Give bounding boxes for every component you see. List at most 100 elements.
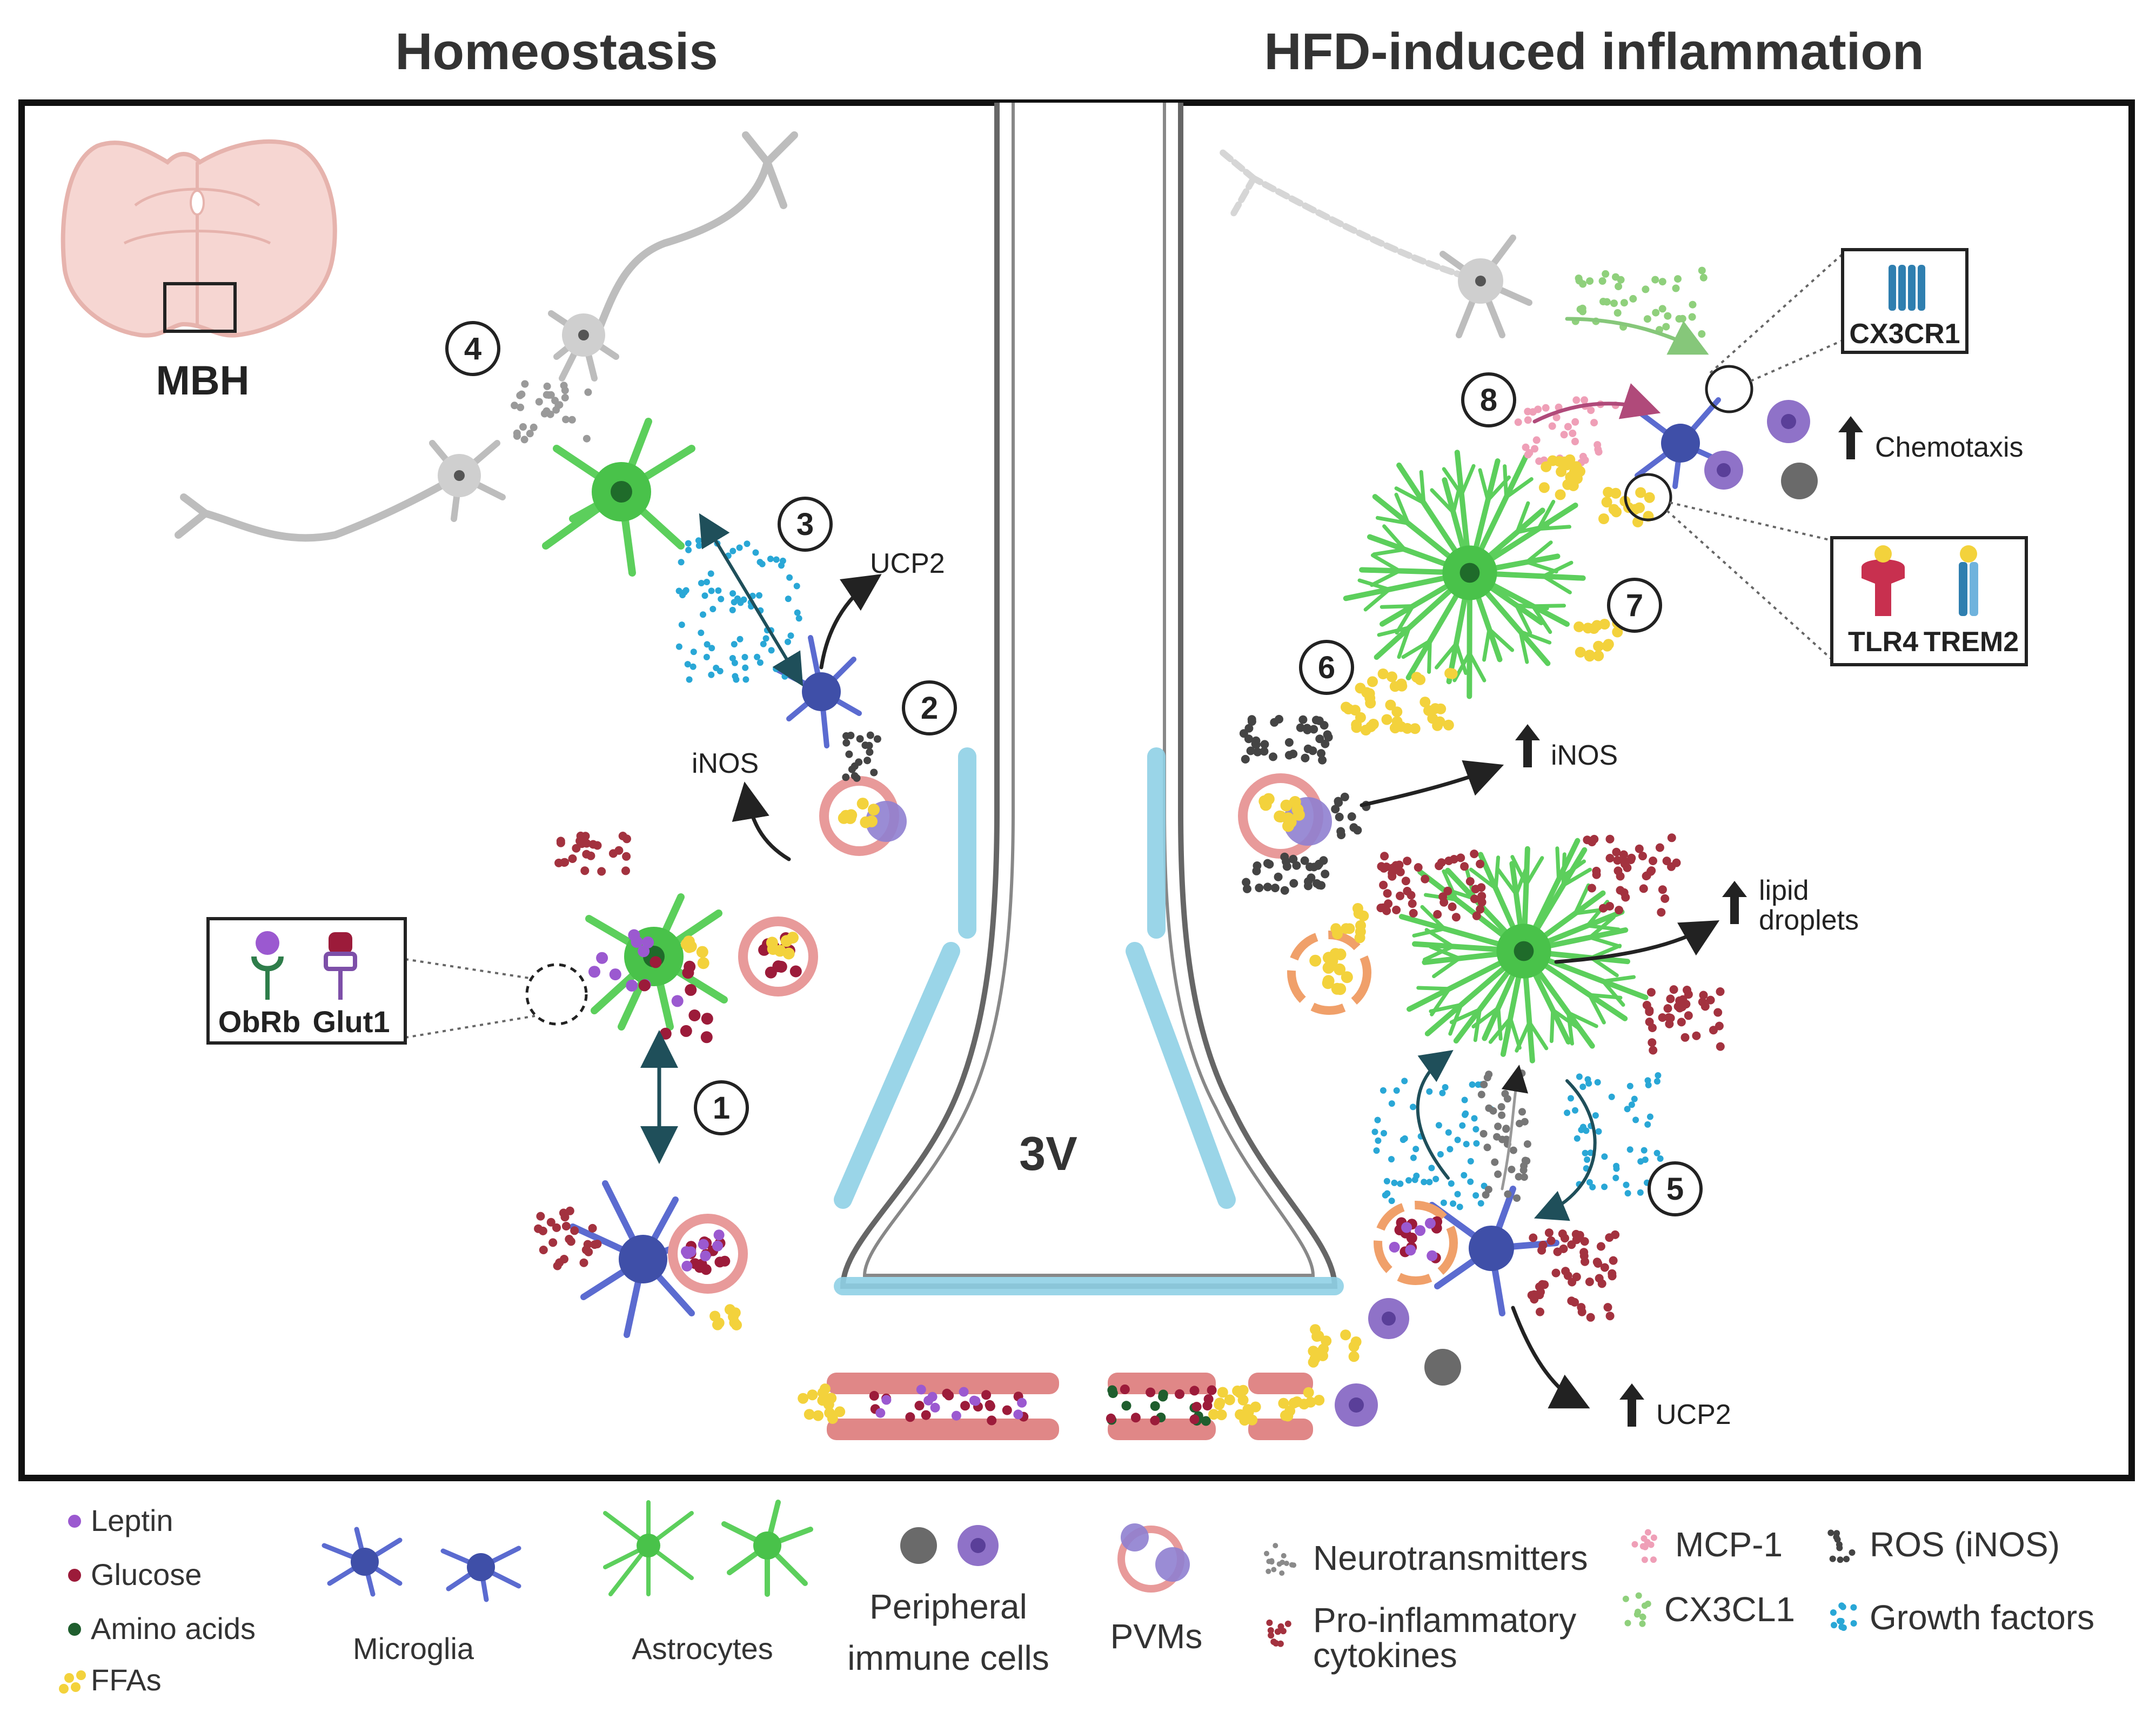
- annotation-chemotaxis: Chemotaxis: [1875, 432, 2024, 463]
- cytokine-cloud: [1583, 833, 1681, 917]
- heading-hfd-inflammation: HFD-induced inflammation: [1264, 23, 1924, 81]
- nutrient-cloud: [1389, 1218, 1438, 1261]
- step-badge-7: 7: [1607, 578, 1662, 633]
- annotation-droplets: droplets: [1759, 905, 1859, 936]
- svg-text:6: 6: [1318, 650, 1335, 685]
- growth-factor-swatch: [1830, 1602, 1857, 1631]
- ffa-cloud: [1341, 667, 1458, 735]
- immune-cell-icon: [1335, 400, 1818, 1427]
- nutrient-cloud: [681, 1229, 725, 1272]
- legend: Leptin Glucose Amino acids FFAs Microgli…: [59, 1500, 2094, 1697]
- vessel-nutrients: [798, 1383, 1261, 1426]
- legend-cx3cl1: CX3CL1: [1664, 1590, 1795, 1629]
- brain-section-icon: [61, 139, 337, 338]
- receptor-callout-obrb-glut1: ObRb Glut1: [206, 917, 588, 1045]
- mbh-box: [163, 282, 237, 333]
- legend-mcp1: MCP-1: [1675, 1525, 1783, 1564]
- ffa-swatch: [59, 1670, 86, 1694]
- step-badge-5: 5: [1648, 1161, 1703, 1216]
- svg-text:8: 8: [1480, 383, 1497, 418]
- receptor-callout-tlr4-trem2: TLR4 TREM2: [1624, 473, 2028, 666]
- legend-leptin: Leptin: [91, 1503, 173, 1537]
- cytokine-cloud: [1642, 985, 1725, 1055]
- ffa-cloud: [798, 1383, 846, 1424]
- ffa-cloud: [766, 932, 799, 960]
- heading-homeostasis: Homeostasis: [395, 23, 718, 81]
- step-badge-8: 8: [1461, 372, 1516, 427]
- increase-arrows: [1515, 416, 1863, 1427]
- mbh-label: MBH: [156, 358, 249, 404]
- microglia-icon: [322, 1527, 521, 1602]
- step-badge-2: 2: [902, 680, 957, 735]
- legend-glucose: Glucose: [91, 1557, 202, 1591]
- receptor-icon: [1862, 545, 1978, 616]
- neurotransmitter-swatch: [1264, 1543, 1297, 1576]
- growth-factor-cloud: [1371, 1078, 1495, 1210]
- legend-proinflammatory: Pro-inflammatory: [1313, 1601, 1576, 1640]
- ffa-cloud: [1538, 454, 1585, 500]
- receptor-label-cx3cr1: CX3CR1: [1849, 318, 1960, 350]
- step-badge-3: 3: [778, 497, 833, 552]
- receptor-callout-cx3cr1: CX3CR1: [1705, 248, 1968, 413]
- blood-vessel-icon: [827, 1373, 1313, 1440]
- ros-cloud: [842, 731, 881, 782]
- legend-neurotransmitters: Neurotransmitters: [1313, 1539, 1588, 1577]
- svg-text:4: 4: [464, 331, 481, 366]
- svg-text:5: 5: [1666, 1172, 1684, 1207]
- receptor-label-obrb: ObRb: [218, 1005, 300, 1039]
- ffa-cloud: [1330, 903, 1369, 944]
- arrows: [640, 317, 1720, 1409]
- svg-text:1: 1: [713, 1091, 730, 1126]
- neurotransmitter-cloud: [1477, 1069, 1531, 1202]
- legend-immune-cells: immune cells: [847, 1638, 1049, 1677]
- cytokine-cloud: [1527, 1228, 1620, 1322]
- ffa-cloud: [680, 935, 709, 969]
- legend-particle-swatches: [1264, 1529, 1857, 1647]
- svg-text:2: 2: [921, 691, 938, 726]
- cytokine-cloud: [1376, 850, 1487, 922]
- mcp1-swatch: [1631, 1529, 1657, 1563]
- receptor-icon: [1889, 265, 1925, 311]
- receptor-icon: [251, 931, 357, 1000]
- annotation-ucp2-right: UCP2: [1656, 1399, 1731, 1430]
- nutrient-cloud: [1106, 1384, 1217, 1426]
- neuron-icon: [175, 131, 798, 542]
- ventricle-label: 3V: [1019, 1127, 1077, 1180]
- ffa-cloud: [1308, 1324, 1362, 1368]
- growth-factor-cloud: [1564, 1072, 1664, 1197]
- ffa-cloud: [1208, 1384, 1261, 1426]
- ffa-cloud: [1309, 948, 1353, 995]
- legend-ros: ROS (iNOS): [1870, 1525, 2060, 1564]
- legend-peripheral: Peripheral: [869, 1587, 1027, 1626]
- annotation-inos-right: iNOS: [1551, 740, 1618, 771]
- cytokine-swatch: [1266, 1619, 1291, 1647]
- ffa-cloud: [709, 1304, 742, 1330]
- ros-cloud: [1239, 714, 1333, 765]
- microglia-icon: [1429, 397, 1732, 1316]
- annotation-ucp2-left: UCP2: [870, 548, 945, 579]
- legend-microglia: Microglia: [353, 1631, 474, 1666]
- receptor-label-glut1: Glut1: [312, 1005, 390, 1039]
- step-badge-4: 4: [445, 321, 500, 376]
- ffa-cloud: [1278, 1387, 1325, 1422]
- third-ventricle: [834, 103, 1344, 1295]
- ros-cloud: [1242, 852, 1330, 895]
- step-badge-6: 6: [1299, 640, 1354, 695]
- step-badge-1: 1: [694, 1080, 749, 1135]
- neurotransmitter-cloud: [511, 380, 592, 444]
- legend-astrocytes: Astrocytes: [632, 1631, 773, 1666]
- immune-cell-icon: [900, 1525, 999, 1566]
- receptor-label-trem2: TREM2: [1924, 626, 2019, 658]
- nutrient-cloud: [875, 1384, 1027, 1421]
- cytokine-cloud: [534, 1206, 602, 1270]
- receptor-label-tlr4: TLR4: [1848, 626, 1918, 658]
- legend-amino-acids: Amino acids: [91, 1611, 256, 1646]
- cytokine-cloud: [554, 831, 631, 876]
- annotation-lipid: lipid: [1759, 875, 1809, 906]
- astrocyte-icon: [603, 1500, 813, 1597]
- neuron-icon: [1218, 148, 1532, 338]
- legend-growth-factors: Growth factors: [1870, 1598, 2094, 1637]
- astrocyte-icon: [1343, 450, 1649, 1063]
- ffa-cloud: [1258, 793, 1305, 832]
